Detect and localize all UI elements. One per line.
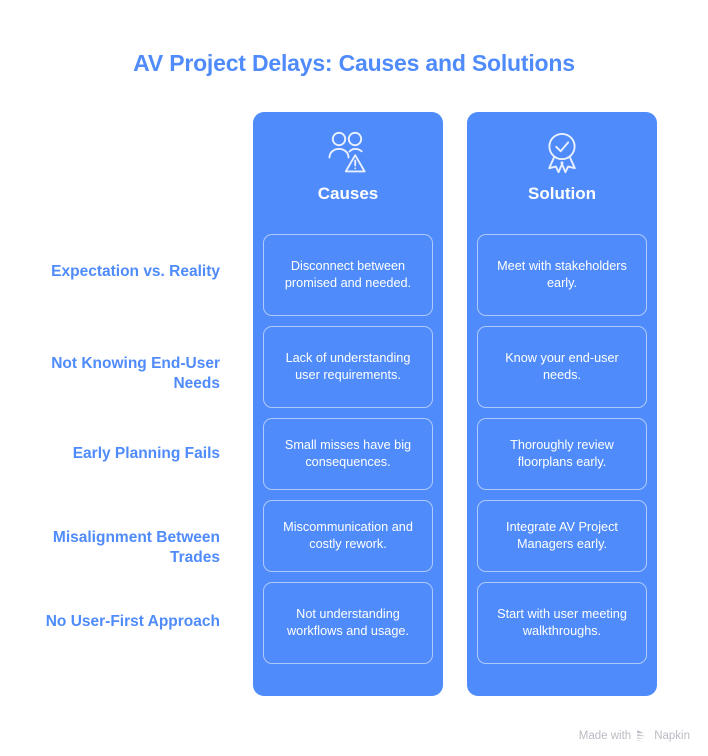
made-with-napkin-watermark: Made with Napkin [579, 729, 690, 742]
matrix-cell: Know your end-user needs. [477, 326, 647, 408]
cell-text: Disconnect between promised and needed. [284, 259, 412, 290]
made-with-label: Made with [578, 729, 632, 742]
causes-column: Causes Disconnect between promised and n… [253, 112, 443, 696]
cell-text: Meet with stakeholders early. [497, 259, 627, 290]
row-label: Early Planning Fails [72, 445, 220, 462]
matrix-cell: Meet with stakeholders early. [477, 234, 647, 316]
award-ribbon-check-icon [536, 126, 588, 178]
matrix-cell: Miscommunication and costly rework. [263, 500, 433, 572]
cell-text: Miscommunication and costly rework. [283, 520, 413, 551]
cell-text: Small misses have big consequences. [284, 438, 412, 469]
matrix-cell: Small misses have big consequences. [263, 418, 433, 490]
matrix-cell: Not understanding workflows and usage. [263, 582, 433, 664]
cell-text: Integrate AV Project Managers early. [506, 520, 618, 551]
row-label: Misalignment Between Trades [52, 529, 220, 566]
users-warning-icon [322, 126, 374, 178]
matrix-cell: Lack of understanding user requirements. [263, 326, 433, 408]
napkin-brand-label: Napkin [654, 729, 690, 742]
causes-solutions-matrix: Expectation vs. Reality Not Knowing End-… [0, 112, 708, 696]
napkin-chevron-logo-icon [636, 729, 649, 742]
page-title: AV Project Delays: Causes and Solutions [133, 50, 575, 76]
solution-column-title: Solution [528, 184, 596, 203]
solution-cells: Meet with stakeholders early. Know your … [467, 224, 657, 696]
row-label: Expectation vs. Reality [51, 263, 220, 280]
row-label: Not Knowing End-User Needs [51, 355, 220, 392]
cell-text: Lack of understanding user requirements. [285, 351, 411, 382]
matrix-cell: Disconnect between promised and needed. [263, 234, 433, 316]
row-label: No User-First Approach [45, 613, 220, 630]
matrix-columns: Causes Disconnect between promised and n… [253, 112, 661, 696]
matrix-cell: Integrate AV Project Managers early. [477, 500, 647, 572]
matrix-cell: Start with user meeting walkthroughs. [477, 582, 647, 664]
cell-text: Not understanding workflows and usage. [286, 607, 409, 638]
cell-text: Know your end-user needs. [505, 351, 619, 382]
matrix-cell: Thoroughly review floorplans early. [477, 418, 647, 490]
causes-column-title: Causes [317, 184, 379, 203]
row-label-column: Expectation vs. Reality Not Knowing End-… [0, 112, 236, 696]
causes-cells: Disconnect between promised and needed. … [253, 224, 443, 696]
cell-text: Thoroughly review floorplans early. [510, 438, 614, 469]
solution-column-header: Solution [467, 112, 657, 224]
solution-column: Solution Meet with stakeholders early. K… [467, 112, 657, 696]
causes-column-header: Causes [253, 112, 443, 224]
cell-text: Start with user meeting walkthroughs. [497, 607, 627, 638]
